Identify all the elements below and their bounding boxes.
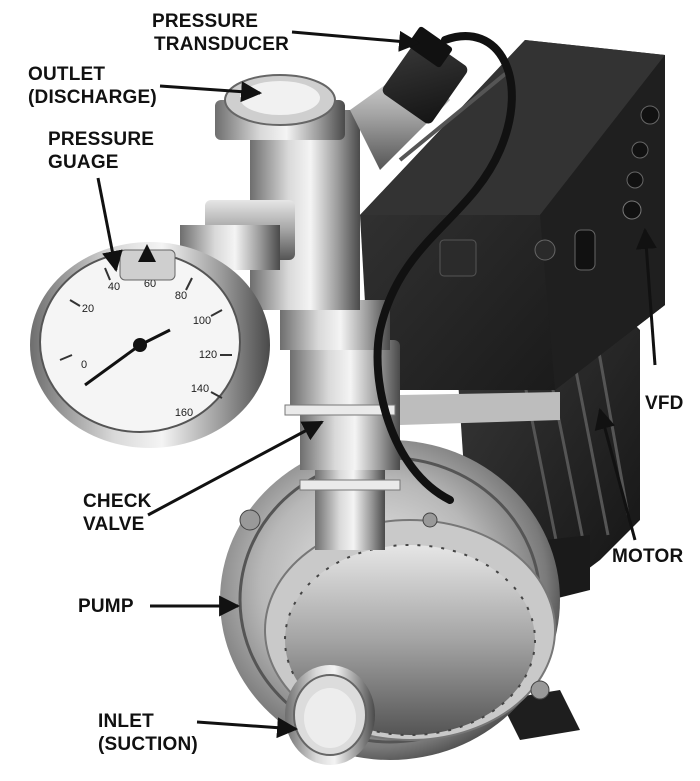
vfd-enclosure <box>360 40 665 425</box>
gauge-dial-number: 40 <box>108 281 120 293</box>
check-valve-arrow <box>147 420 324 517</box>
callout-arrows <box>96 30 657 739</box>
gauge-needle <box>84 343 141 387</box>
gauge-dial-number: 0 <box>81 359 87 371</box>
pressure-transducer <box>373 26 516 504</box>
inlet-pipe <box>285 665 375 765</box>
inlet-label-line1: INLET <box>98 711 154 732</box>
gauge-dial-number: 100 <box>193 315 211 327</box>
pressure-transducer-label: PRESSURE TRANSDUCER <box>152 10 289 56</box>
gauge-dial-number: 20 <box>82 303 94 315</box>
motor-arrow <box>594 407 637 541</box>
check-valve-label-line1: CHECK <box>83 491 152 512</box>
gauge-dial-number: 160 <box>175 407 193 419</box>
check-valve-label: CHECK VALVE <box>83 490 152 536</box>
pump-label: PUMP <box>78 595 134 618</box>
pressure-gauge-label-line2: GUAGE <box>48 152 119 173</box>
vfd-arrow <box>635 227 657 366</box>
outlet-arrow <box>159 81 263 103</box>
outlet-label: OUTLET (DISCHARGE) <box>28 63 157 109</box>
vfd-label-text: VFD <box>645 393 684 414</box>
pressure-gauge-label-line1: PRESSURE <box>48 129 155 150</box>
inlet-label-line2: (SUCTION) <box>98 734 198 755</box>
inlet-arrow <box>196 717 299 739</box>
gauge-dial-number: 80 <box>175 290 187 302</box>
pressure-gauge-arrow <box>96 177 123 273</box>
vfd-label: VFD <box>645 392 684 415</box>
check-valve-label-line2: VALVE <box>83 514 145 535</box>
gauge-dial-number: 120 <box>199 349 217 361</box>
gauge-dial-number: 60 <box>144 278 156 290</box>
outlet-label-line2: (DISCHARGE) <box>28 87 157 108</box>
outlet-label-line1: OUTLET <box>28 64 106 85</box>
outlet-tee <box>180 60 450 310</box>
pressure-gauge: 0 20 40 60 80 100 120 140 160 <box>30 242 270 448</box>
inlet-label: INLET (SUCTION) <box>98 710 198 756</box>
pressure-transducer-label-line2: TRANSDUCER <box>154 34 289 55</box>
pump-label-text: PUMP <box>78 596 134 617</box>
gauge-dial-number: 140 <box>191 383 209 395</box>
pressure-gauge-label: PRESSURE GUAGE <box>48 128 154 174</box>
pressure-transducer-label-line1: PRESSURE <box>152 11 259 32</box>
pressure-transducer-arrow <box>291 30 421 52</box>
motor-label: MOTOR <box>612 545 683 568</box>
motor-label-text: MOTOR <box>612 546 684 567</box>
